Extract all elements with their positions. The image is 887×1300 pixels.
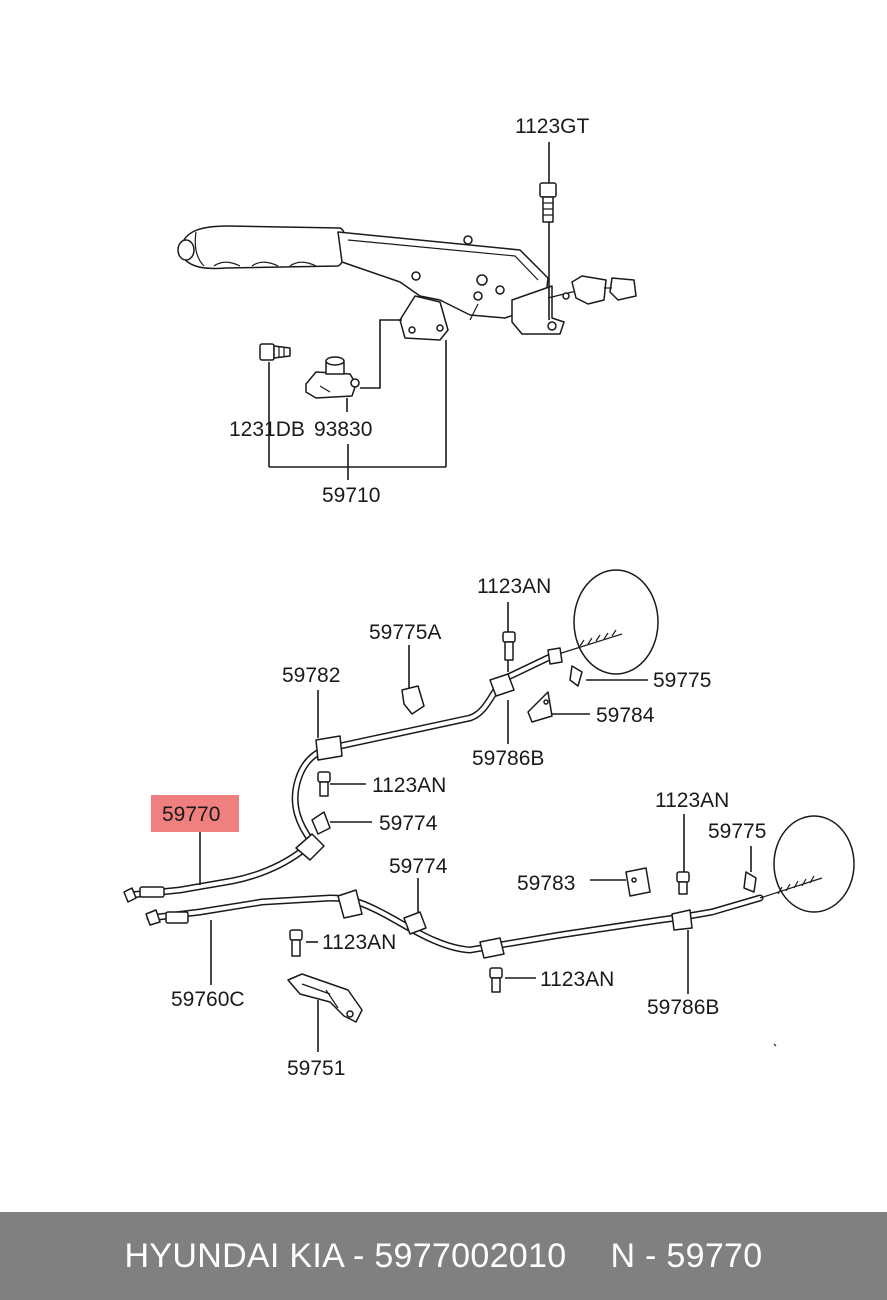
bolt-1123AN-bottom-left (289, 929, 303, 957)
label-59784: 59784 (596, 704, 655, 727)
label-59774-a: 59774 (379, 812, 438, 835)
bolt-1123AN-bottom-center (489, 967, 503, 993)
footer-bar: HYUNDAI KIA - 5977002010 N - 59770 (0, 1212, 887, 1300)
label-1123AN-bottom-left: 1123AN (322, 931, 396, 954)
parking-brake-diagram: 1123GT 1231DB 93830 59710 (123, 115, 855, 1080)
label-59783: 59783 (517, 872, 575, 895)
footer-brand-part-number: HYUNDAI KIA - 5977002010 (124, 1236, 567, 1275)
label-59786B-bottom: 59786B (647, 996, 719, 1019)
highlight-box-59770 (151, 795, 239, 832)
label-1123GT: 1123GT (515, 115, 589, 138)
label-59770-highlighted: 59770 (162, 803, 220, 826)
label-93830: 93830 (314, 418, 372, 441)
label-59775-top: 59775 (653, 669, 711, 692)
label-1123AN-right: 1123AN (655, 789, 729, 812)
label-59786B-top: 59786B (472, 747, 544, 770)
bolt-1123AN-top (502, 631, 516, 661)
label-1123AN-bottom-center: 1123AN (540, 968, 614, 991)
parking-brake-cables (123, 569, 855, 1052)
label-59760C: 59760C (171, 988, 245, 1011)
label-59774-b: 59774 (389, 855, 448, 878)
label-59782: 59782 (282, 664, 340, 687)
bolt-1123AN-mid (317, 771, 331, 797)
label-59775-right: 59775 (708, 820, 766, 843)
label-59710: 59710 (322, 484, 380, 507)
label-59775A: 59775A (369, 621, 441, 644)
bolt-1123AN-right (676, 871, 690, 895)
label-1123AN-mid: 1123AN (372, 774, 446, 797)
label-1231DB: 1231DB (229, 418, 305, 441)
label-1123AN-top: 1123AN (477, 575, 551, 598)
footer-reference-number: N - 59770 (610, 1236, 763, 1275)
label-59751: 59751 (287, 1057, 345, 1080)
parking-brake-lever-assembly (177, 142, 637, 480)
